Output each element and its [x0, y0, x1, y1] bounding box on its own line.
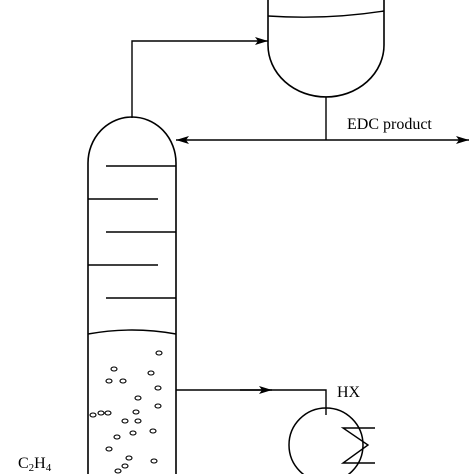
overhead-vapor-line	[131, 37, 268, 118]
bubble	[149, 428, 157, 434]
column-liquid-level	[87, 329, 177, 335]
bubble	[121, 418, 129, 424]
reflux-drum-liquid-level	[267, 10, 385, 18]
bubble	[154, 403, 162, 409]
bubble	[119, 378, 127, 384]
reflux-drum-body	[267, 0, 385, 98]
bubble	[134, 395, 142, 401]
bubble	[154, 385, 162, 391]
heat-exchanger-tube-icon	[340, 427, 375, 464]
bubble	[89, 412, 97, 418]
reflux-drum	[267, 0, 385, 98]
heat-exchanger-label: HX	[337, 384, 361, 401]
ethylene-feed-label: C2H4	[18, 455, 52, 474]
column-trays	[88, 165, 176, 299]
heat-exchanger	[288, 407, 375, 474]
bubble	[113, 434, 121, 440]
bubble	[134, 418, 142, 424]
bubble	[105, 378, 113, 384]
reactor-column	[87, 116, 177, 474]
bubble	[114, 468, 122, 474]
bubble	[132, 409, 140, 415]
heat-exchanger-shell	[288, 407, 364, 474]
edc-product-label: EDC product	[347, 116, 432, 133]
bubble	[97, 410, 105, 416]
bubble	[121, 463, 129, 469]
bubble	[155, 350, 163, 356]
side-draw-line	[176, 389, 327, 415]
bubble	[110, 366, 118, 372]
bubble	[147, 370, 155, 376]
reactor-column-shell	[87, 116, 177, 474]
bubble	[129, 430, 137, 436]
bubble	[104, 410, 112, 416]
bubble	[125, 455, 133, 461]
bubble	[105, 446, 113, 452]
gas-bubbles	[89, 350, 163, 474]
bubble	[150, 458, 158, 464]
